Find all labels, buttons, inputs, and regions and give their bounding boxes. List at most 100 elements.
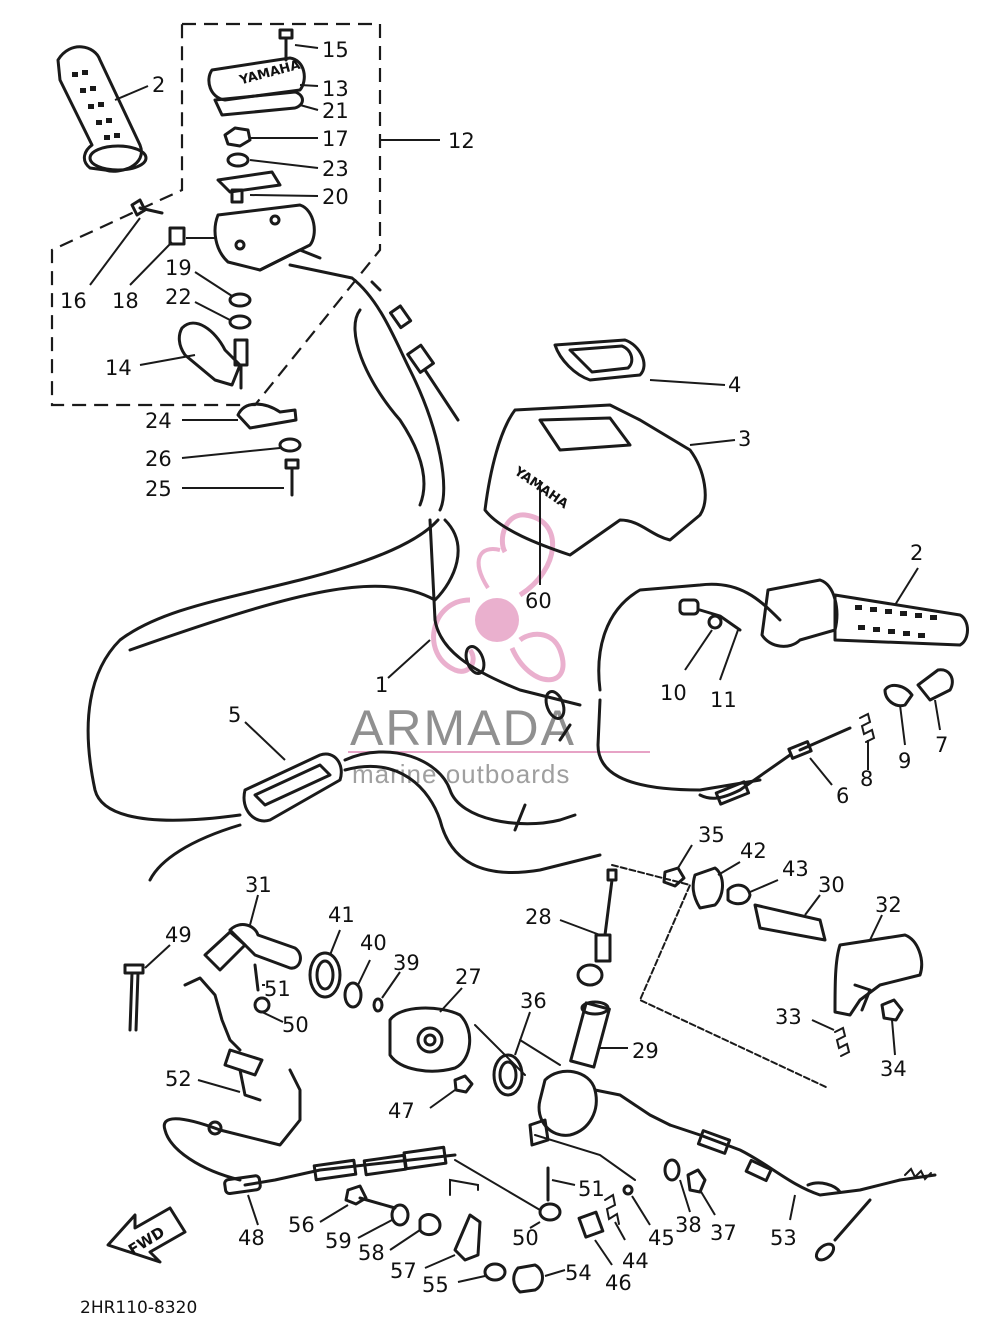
label-51a: 51 (264, 977, 291, 1001)
label-25: 25 (145, 477, 172, 501)
nut-34 (880, 998, 904, 1022)
label-49: 49 (165, 923, 192, 947)
carb-body (528, 1069, 672, 1147)
cable-collars (464, 645, 572, 832)
label-36: 36 (520, 989, 547, 1013)
leader-40 (357, 959, 371, 986)
meter-cover-3: YAMAHA (483, 403, 707, 557)
leader-9 (899, 704, 906, 746)
label-48: 48 (238, 1226, 265, 1250)
label-10: 10 (660, 681, 687, 705)
guide-48-51 (454, 1159, 541, 1211)
clip-39 (372, 997, 384, 1013)
label-58: 58 (358, 1241, 385, 1265)
leader-19 (194, 271, 233, 297)
label-50b: 50 (512, 1226, 539, 1250)
leader-56 (319, 1204, 349, 1223)
label-29: 29 (632, 1039, 659, 1063)
leader-13 (299, 84, 319, 87)
junction-box-5 (242, 752, 343, 823)
label-33: 33 (775, 1005, 802, 1029)
leader-15 (294, 44, 319, 49)
label-27: 27 (455, 965, 482, 989)
leader-47 (429, 1089, 456, 1109)
leader-16 (89, 217, 141, 286)
screw-15 (278, 28, 294, 62)
bracket-57 (453, 1213, 482, 1262)
watermark-subtitle: marine outboards (352, 759, 570, 789)
label-2a: 2 (152, 73, 165, 97)
cable-harness (86, 263, 782, 882)
label-54: 54 (565, 1261, 592, 1285)
label-31: 31 (245, 873, 272, 897)
leader-48 (247, 1194, 259, 1226)
pad-30 (753, 903, 827, 942)
leader-34 (891, 1019, 896, 1056)
nut-18 (168, 226, 186, 246)
label-32: 32 (875, 893, 902, 917)
label-20: 20 (322, 185, 349, 209)
throttle-housing (213, 203, 322, 272)
assembly-link-line (611, 864, 829, 1089)
watermark-logo (431, 512, 566, 683)
washer-59 (390, 1203, 410, 1227)
oring-36 (492, 1053, 524, 1097)
label-26: 26 (145, 447, 172, 471)
label-24: 24 (145, 409, 172, 433)
ball-45 (622, 1184, 634, 1196)
leader-50b (529, 1221, 541, 1229)
leader-5 (244, 721, 286, 761)
leader-46 (594, 1239, 613, 1266)
pump-link-31 (203, 923, 302, 972)
label-59: 59 (325, 1229, 352, 1253)
lever-20 (216, 170, 282, 194)
leader-58 (389, 1229, 421, 1251)
leader-22 (194, 301, 231, 321)
leader-7 (934, 699, 941, 731)
gasket-21 (213, 90, 304, 117)
label-37: 37 (710, 1221, 737, 1245)
leader-38 (679, 1179, 691, 1213)
label-53: 53 (770, 1226, 797, 1250)
label-4: 4 (728, 373, 741, 397)
label-3: 3 (738, 427, 751, 451)
label-40: 40 (360, 931, 387, 955)
label-47: 47 (388, 1099, 415, 1123)
label-38: 38 (675, 1213, 702, 1237)
spring-44 (604, 1193, 620, 1225)
nut-54 (512, 1263, 544, 1294)
cover-32 (833, 933, 924, 1017)
leader-45 (631, 1195, 651, 1226)
clamp-24 (236, 402, 298, 430)
label-55: 55 (422, 1273, 449, 1297)
label-39: 39 (393, 951, 420, 975)
bolt-56 (344, 1184, 397, 1210)
leader-2b (894, 567, 919, 606)
leader-42 (717, 861, 741, 876)
label-46: 46 (605, 1271, 632, 1295)
leader-54 (544, 1269, 566, 1277)
label-42: 42 (740, 839, 767, 863)
spring-20 (230, 188, 244, 204)
label-12: 12 (448, 129, 475, 153)
fwd-text: FWD (125, 1223, 168, 1259)
leader-20 (249, 194, 319, 197)
left-grip (56, 45, 148, 173)
label-19: 19 (165, 256, 192, 280)
washer-26 (278, 437, 302, 453)
label-15: 15 (322, 38, 349, 62)
label-1: 1 (375, 673, 388, 697)
cable-end-upper (370, 280, 460, 422)
leader-11 (719, 629, 739, 681)
throttle-cable-6 (698, 726, 852, 806)
leader-23 (249, 159, 319, 169)
label-13: 13 (322, 77, 349, 101)
screw-16 (130, 198, 164, 217)
leader-27 (439, 987, 463, 1013)
label-50a: 50 (282, 1013, 309, 1037)
leader-14 (139, 354, 196, 366)
leader-18 (129, 241, 173, 286)
label-2b: 2 (910, 541, 923, 565)
leader-6 (809, 757, 833, 786)
label-9: 9 (898, 749, 911, 773)
